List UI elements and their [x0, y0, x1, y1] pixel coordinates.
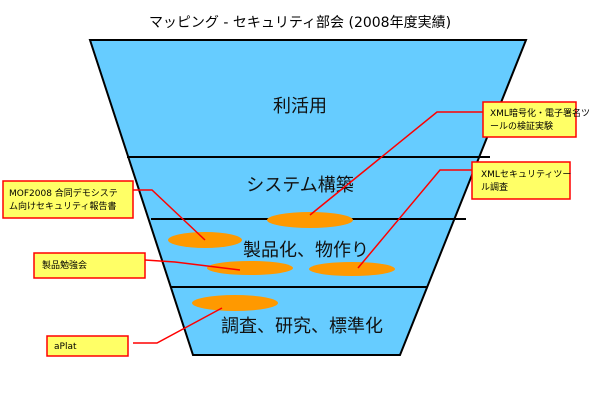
layer-research: 調査、研究、標準化 [221, 316, 383, 337]
callout-leader [357, 169, 472, 269]
callout-product-study: 製品勉強会 [33, 252, 146, 279]
layer-utilization: 利活用 [273, 96, 327, 117]
funnel [88, 39, 528, 356]
activity-ellipse [192, 295, 278, 311]
svg-text:MOF2008 合同デモシステ: MOF2008 合同デモシステ [9, 187, 118, 199]
layer-system-building: システム構築 [246, 175, 353, 196]
callout-xml-encryption: XML暗号化・電子署名ツ ールの検証実験 [482, 101, 590, 138]
layer-productization: 製品化、物作り [243, 240, 369, 261]
activity-ellipse [309, 262, 395, 276]
callout-leader [144, 259, 241, 271]
callout-leader [133, 307, 223, 344]
callout-leader [133, 189, 206, 241]
diagram-title: マッピング - セキュリティ部会 (2008年度実績) [149, 15, 451, 31]
svg-text:ールの検証実験: ールの検証実験 [490, 120, 553, 132]
callout-leader [309, 111, 483, 216]
callout-aplat: aPlat [46, 335, 129, 357]
activity-ellipse [207, 261, 293, 275]
svg-text:aPlat: aPlat [54, 342, 77, 352]
svg-text:ル調査: ル調査 [481, 181, 508, 193]
svg-text:製品勉強会: 製品勉強会 [42, 259, 87, 271]
svg-text:ム向けセキュリティ報告書: ム向けセキュリティ報告書 [9, 200, 116, 212]
svg-text:XMLセキュリティツー: XMLセキュリティツー [481, 169, 571, 180]
svg-text:XML暗号化・電子署名ツ: XML暗号化・電子署名ツ [490, 107, 590, 119]
callout-mof2008: MOF2008 合同デモシステ ム向けセキュリティ報告書 [2, 180, 134, 219]
callout-xml-security-tools: XMLセキュリティツー ル調査 [471, 161, 571, 200]
activity-ellipse [267, 212, 353, 228]
